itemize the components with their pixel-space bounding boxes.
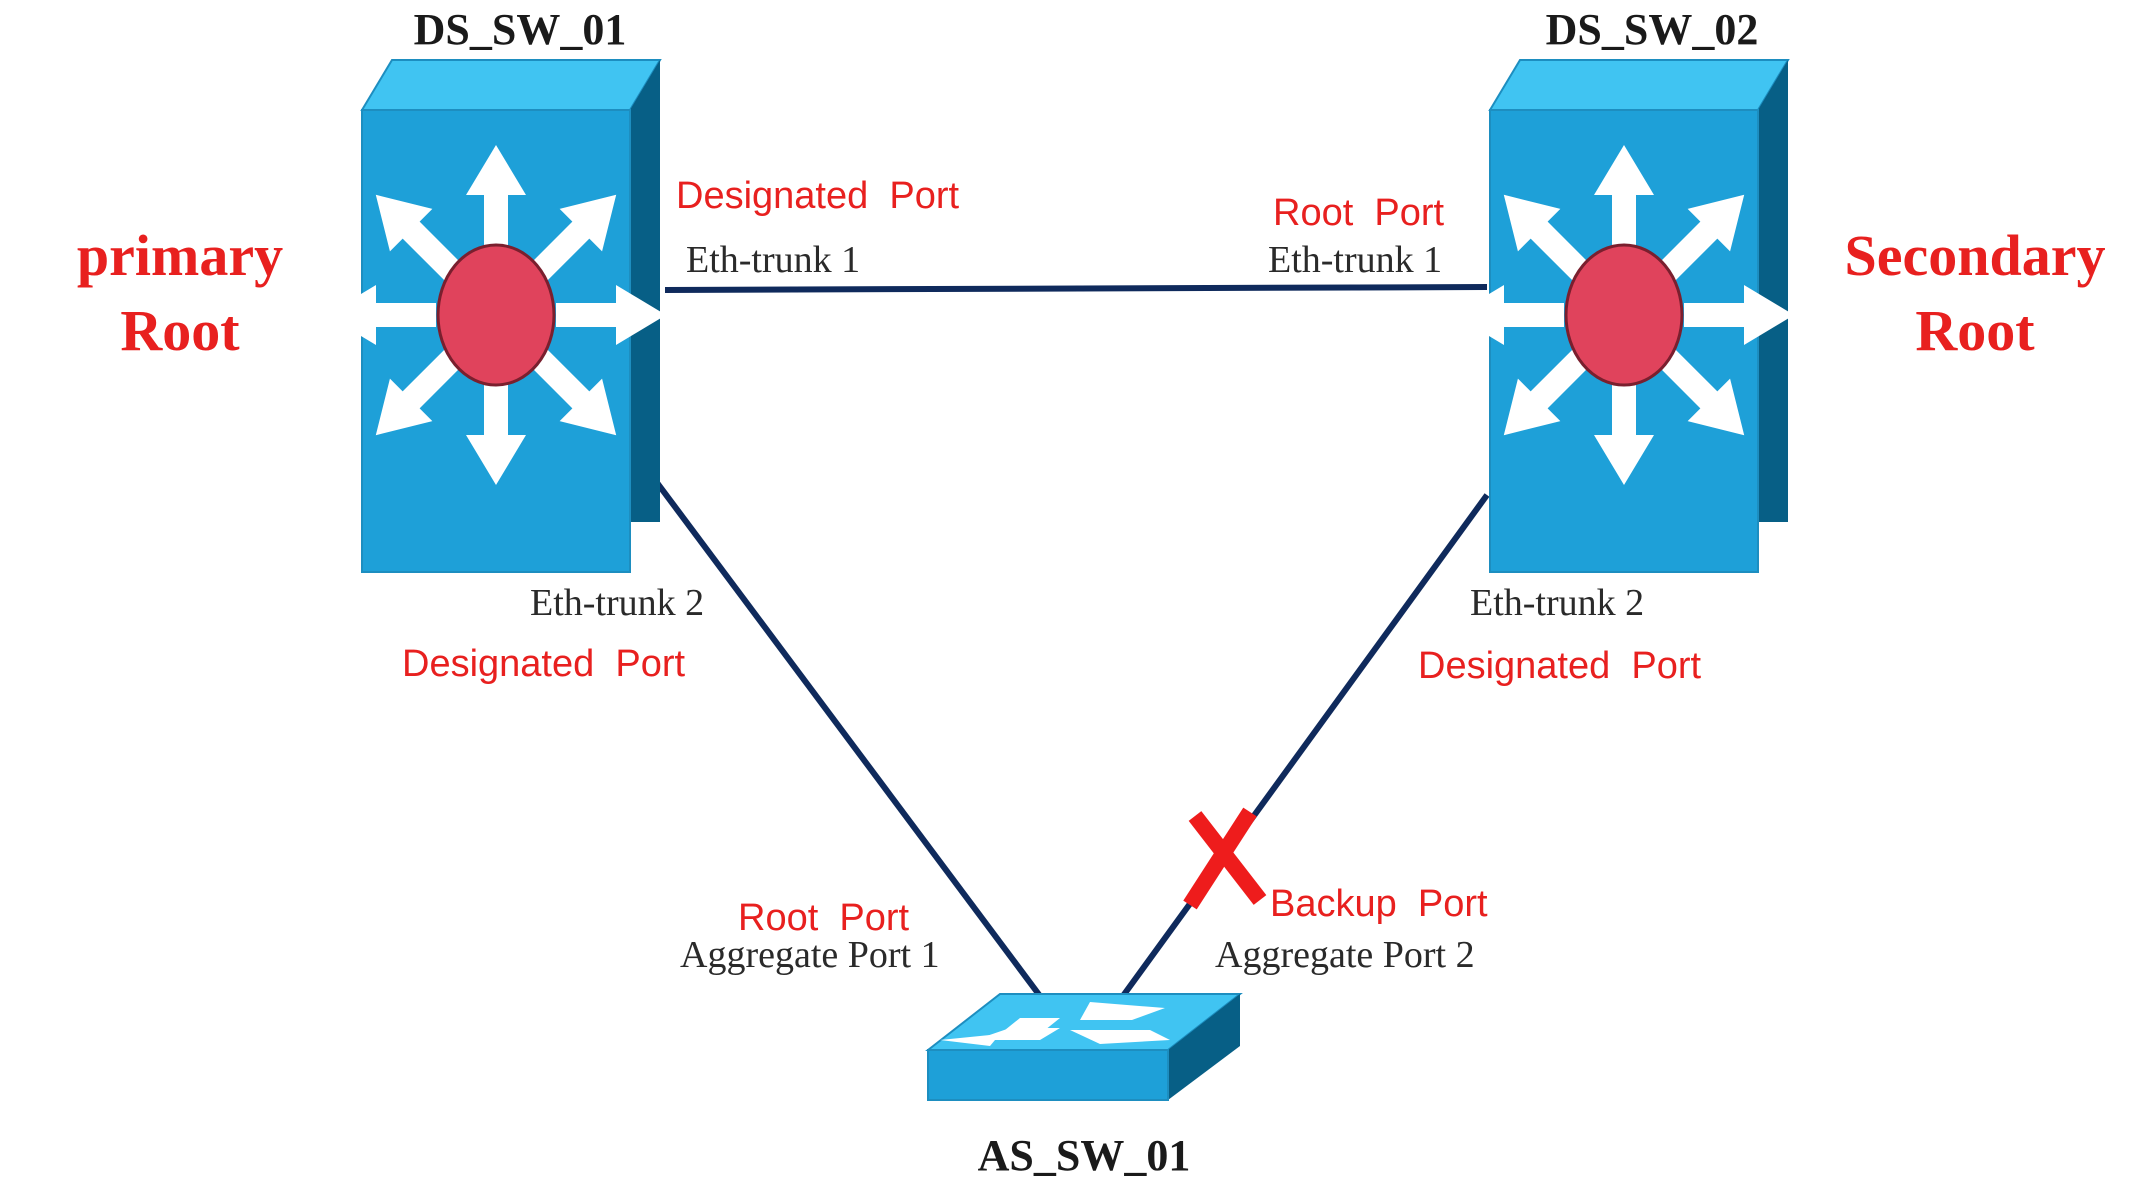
ds-sw-02-role-line2: Root [1915, 298, 2035, 363]
workgroup-switch-icon [925, 993, 1243, 1101]
as-sw-01-name: AS_SW_01 [978, 1131, 1191, 1180]
ds-sw-02-name: DS_SW_02 [1546, 5, 1759, 54]
right-link-bottom-port: Aggregate Port 2 [1215, 934, 1475, 976]
top-link-left-role: Designated Port [676, 175, 959, 217]
right-link-bottom-role: Backup Port [1270, 883, 1488, 925]
left-link-top-role: Designated Port [402, 643, 685, 685]
ds-sw-01-role-line2: Root [120, 298, 240, 363]
right-link-top-role: Designated Port [1418, 645, 1701, 687]
left-link-bottom-port: Aggregate Port 1 [680, 934, 940, 976]
top-link-left-port: Eth-trunk 1 [686, 239, 860, 281]
switch-ds-sw-01[interactable] [326, 59, 666, 573]
top-link-right-role: Root Port [1273, 192, 1445, 234]
multilayer-switch-icon [1454, 59, 1794, 573]
link-ds01-as01 [652, 478, 1046, 1002]
blocked-x-icon [1183, 807, 1267, 910]
switch-ds-sw-02[interactable] [1454, 59, 1794, 573]
ds-sw-01-role-line1: primary [77, 223, 283, 288]
left-link-bottom-role: Root Port [738, 897, 910, 939]
right-link-top-port: Eth-trunk 2 [1470, 582, 1644, 624]
switch-as-sw-01[interactable] [925, 993, 1243, 1101]
link-ds02-as01 [1117, 493, 1490, 1002]
top-link-right-port: Eth-trunk 1 [1268, 239, 1442, 281]
ds-sw-01-name: DS_SW_01 [414, 5, 627, 54]
link-ds01-ds02 [664, 284, 1488, 293]
ds-sw-02-role-line1: Secondary [1845, 223, 2106, 288]
multilayer-switch-icon [326, 59, 666, 573]
links [652, 284, 1490, 1002]
left-link-top-port: Eth-trunk 2 [530, 582, 704, 624]
